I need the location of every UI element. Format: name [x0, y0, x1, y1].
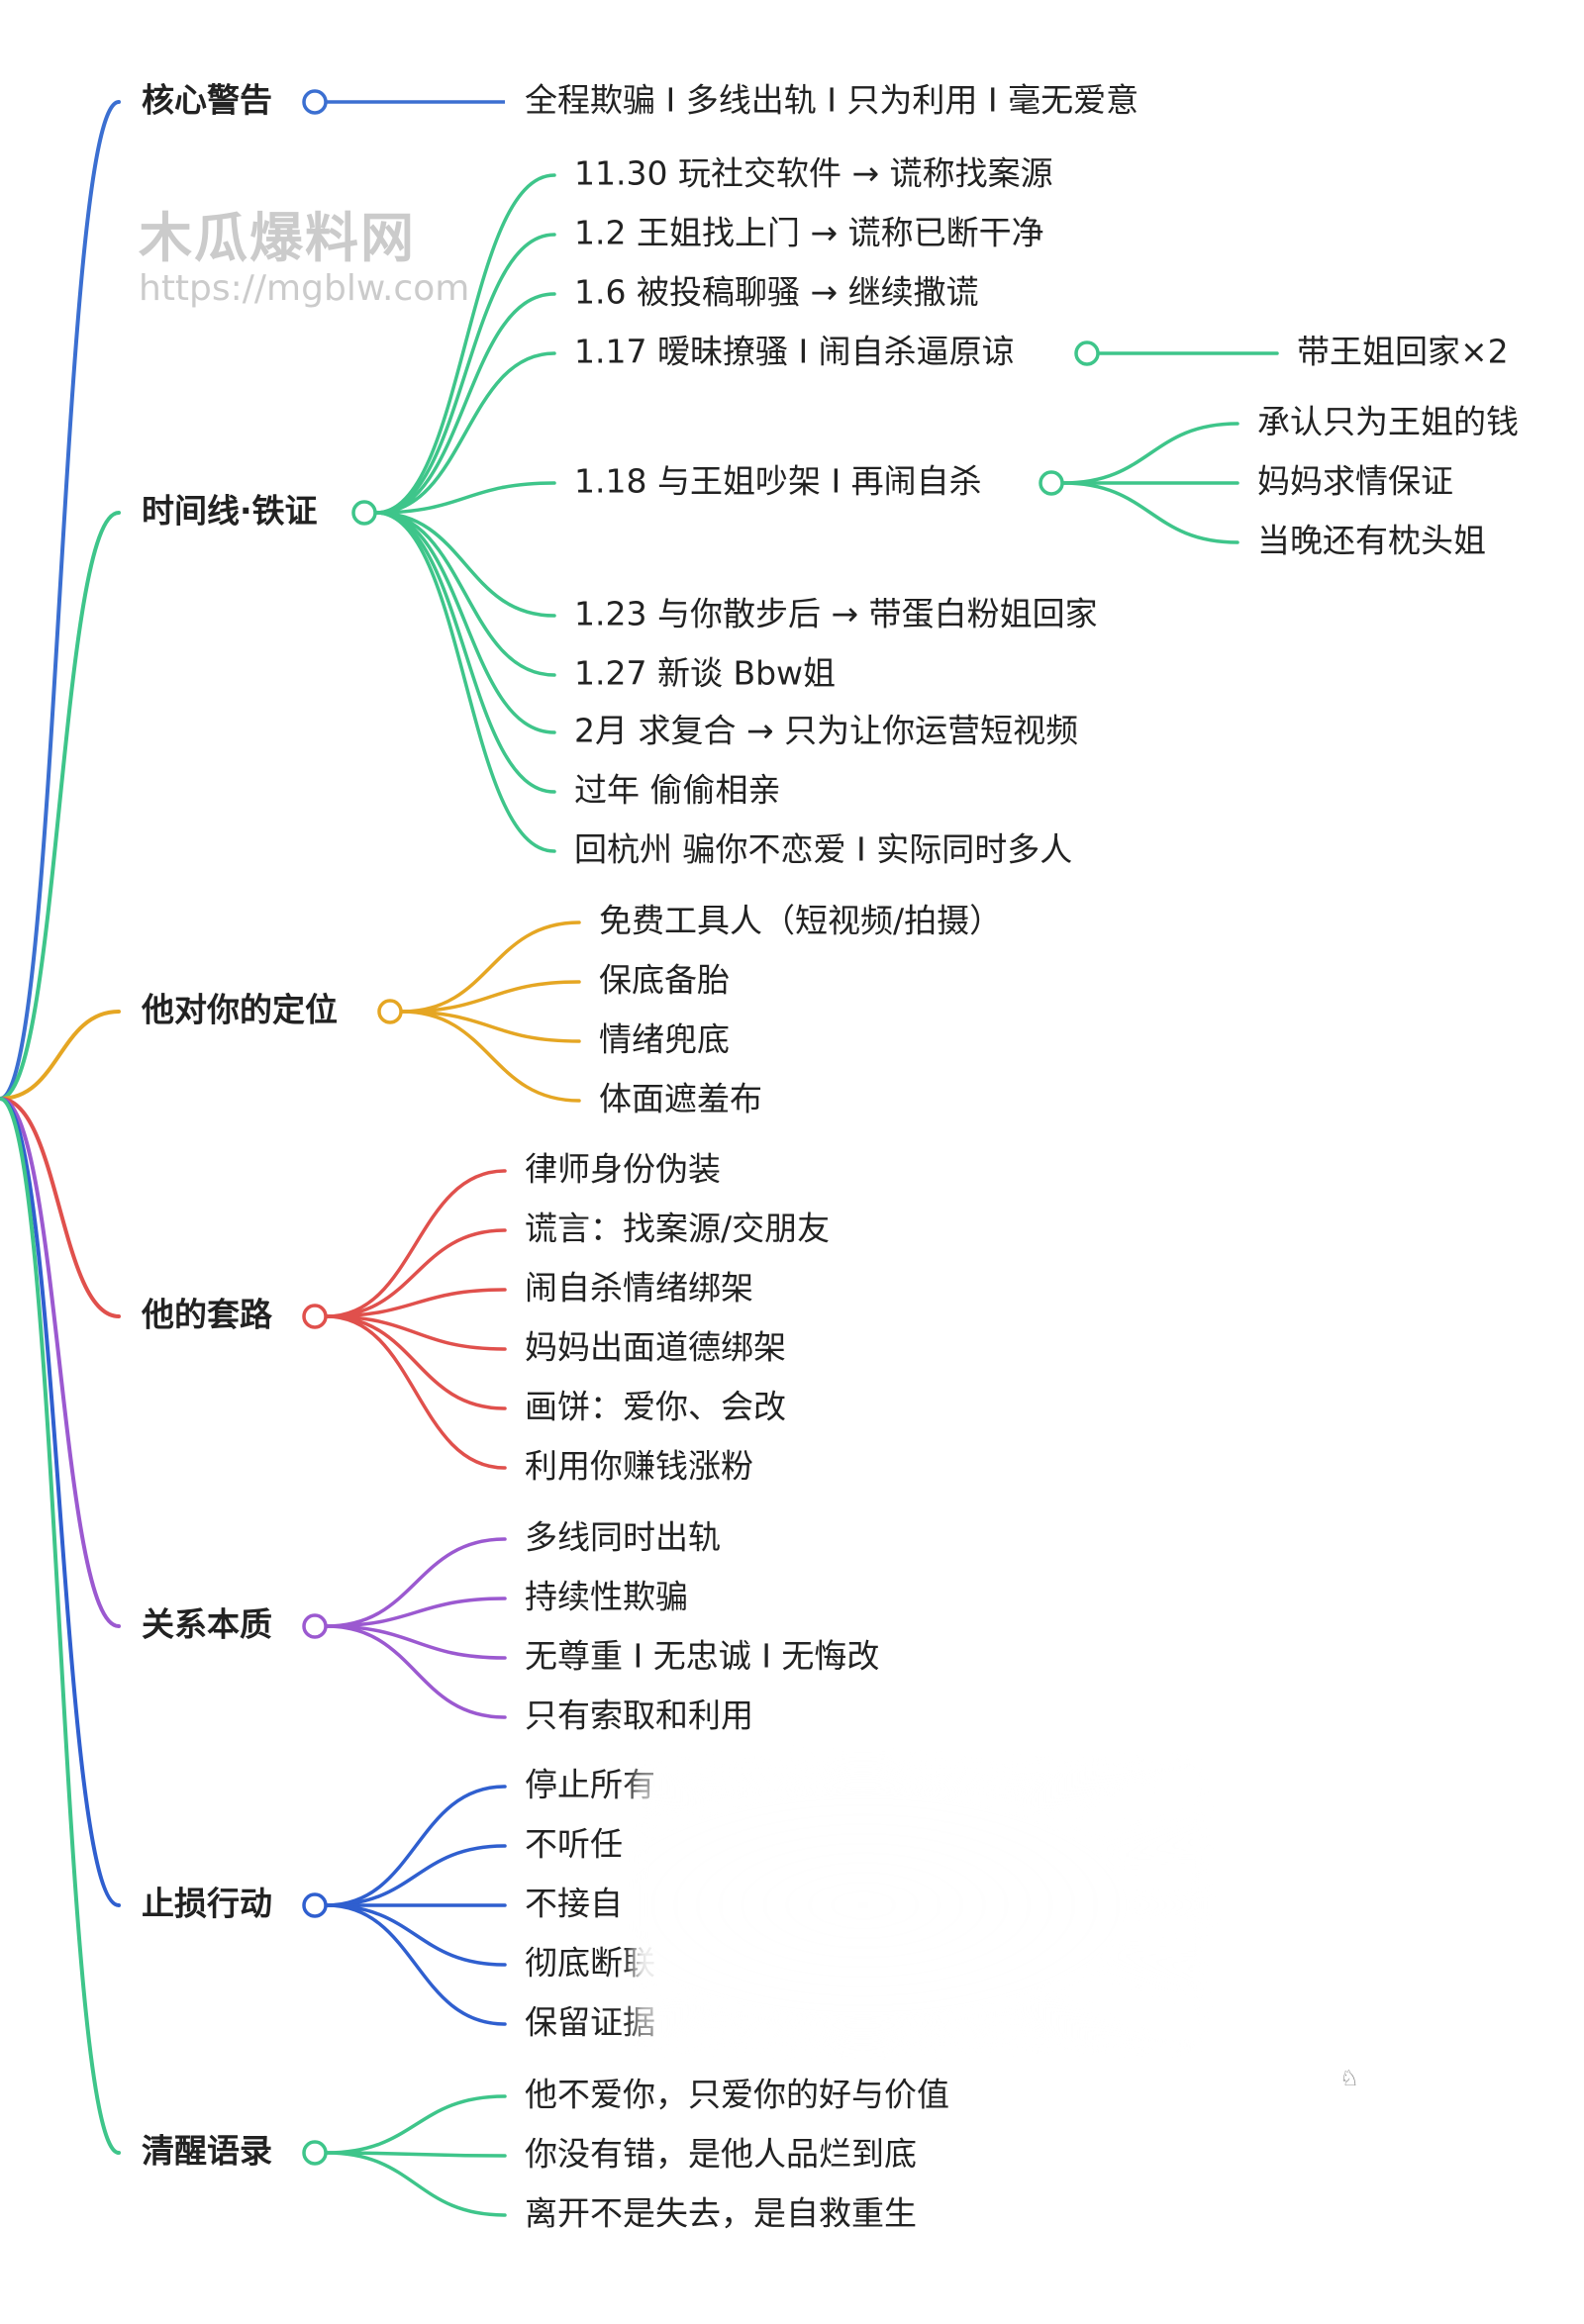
child-item: 保留证据 — [525, 2003, 655, 2042]
branch-label: 核心警告 — [142, 81, 272, 120]
branch-label: 他的套路 — [141, 1296, 273, 1334]
child-connector — [325, 1624, 507, 1660]
child-connector — [325, 2151, 507, 2217]
child-item: 画饼：爱你、会改 — [525, 1388, 786, 1426]
child-item: 全程欺骗 I 多线出轨 I 只为利用 I 毫无爱意 — [525, 81, 1138, 120]
child-connector — [400, 920, 581, 1014]
child-connector — [325, 1844, 507, 1907]
branch-node-icon — [302, 1613, 328, 1639]
child-connector — [325, 1228, 507, 1318]
branch-connector — [0, 1010, 121, 1101]
child-item: 闹自杀情绪绑架 — [525, 1269, 753, 1307]
child-item: 不听任 — [525, 1825, 623, 1864]
child-connector — [374, 511, 556, 794]
child-item: 他不爱你，只爱你的好与价值 — [525, 2076, 949, 2114]
child-connector — [325, 1314, 507, 1470]
child-connector — [325, 1288, 507, 1318]
child-connector — [325, 2094, 507, 2155]
child-connector — [400, 1010, 581, 1103]
child-item: 1.23 与你散步后 → 带蛋白粉姐回家 — [574, 595, 1098, 633]
child-connector — [325, 1903, 507, 1967]
branch-node-icon — [351, 500, 377, 526]
branch-label: 关系本质 — [142, 1605, 272, 1644]
child-connector — [325, 1314, 507, 1410]
branch-connector — [0, 511, 121, 1101]
grandchild-item: 当晚还有枕头姐 — [1257, 522, 1486, 560]
branch-node-icon — [302, 2140, 328, 2166]
child-connector — [325, 1903, 507, 2026]
child-item: 1.17 暧昧撩骚 I 闹自杀逼原谅 — [574, 333, 1015, 371]
child-item: 11.30 玩社交软件 → 谎称找案源 — [574, 154, 1053, 193]
child-item: 2月 求复合 → 只为让你运营短视频 — [574, 712, 1078, 750]
child-item: 不接自 — [525, 1885, 623, 1923]
grandchild-item: 带王姐回家×2 — [1297, 333, 1509, 371]
child-item: 体面遮羞布 — [599, 1080, 762, 1118]
child-item: 妈妈出面道德绑架 — [525, 1328, 786, 1367]
child-item: 停止所有 — [525, 1766, 655, 1804]
branch-connector — [0, 100, 121, 1101]
child-connector — [374, 511, 556, 734]
branch-connector — [0, 1097, 121, 1318]
child-item: 保底备胎 — [599, 961, 730, 1000]
child-connector — [325, 2151, 507, 2158]
child-connector — [400, 1010, 581, 1043]
grandchild-connector — [1061, 422, 1239, 485]
child-item: 你没有错，是他人品烂到底 — [525, 2135, 917, 2174]
child-connector — [374, 511, 556, 853]
child-item: 无尊重 I 无忠诚 I 无悔改 — [525, 1637, 879, 1676]
child-connector — [374, 511, 556, 677]
grandchild-item: 妈妈求情保证 — [1257, 462, 1453, 501]
branch-node-icon — [302, 1304, 328, 1329]
child-item: 1.18 与王姐吵架 I 再闹自杀 — [574, 462, 982, 501]
child-item: 情绪兜底 — [599, 1020, 730, 1059]
grandchild-item: 承认只为王姐的钱 — [1257, 403, 1519, 441]
child-item: 回杭州 骗你不恋爱 I 实际同时多人 — [574, 830, 1072, 869]
child-connector — [374, 481, 556, 515]
cursor-icon: ♘ — [1339, 2067, 1359, 2091]
child-item: 1.2 王姐找上门 → 谎称已断干净 — [574, 214, 1044, 252]
branch-label: 清醒语录 — [142, 2132, 272, 2171]
child-connector — [325, 1597, 507, 1628]
branch-node-icon — [302, 1892, 328, 1918]
child-connector — [374, 351, 556, 515]
child-connector — [325, 1624, 507, 1719]
child-item: 持续性欺骗 — [525, 1578, 688, 1616]
child-item: 过年 偷偷相亲 — [574, 771, 781, 810]
child-item: 律师身份伪装 — [525, 1150, 721, 1189]
child-item: 只有索取和利用 — [525, 1696, 753, 1735]
child-connector — [374, 511, 556, 618]
branch-connector — [0, 1097, 121, 2155]
sub-node-icon — [1074, 340, 1100, 366]
child-item: 谎言：找案源/交朋友 — [525, 1210, 830, 1248]
child-connector — [325, 1537, 507, 1628]
child-connector — [325, 1169, 507, 1318]
branch-connector — [0, 1097, 121, 1628]
branch-label: 时间线·铁证 — [142, 492, 318, 531]
branch-node-icon — [377, 999, 403, 1024]
child-connector — [374, 292, 556, 515]
branch-label: 止损行动 — [142, 1885, 272, 1923]
child-item: 彻底断联 — [525, 1944, 655, 1983]
child-connector — [325, 1314, 507, 1351]
child-item: 免费工具人（短视频/拍摄） — [599, 902, 1002, 940]
child-connector — [374, 173, 556, 515]
branch-connector — [0, 1097, 121, 1907]
child-connector — [325, 1785, 507, 1907]
branch-label: 他对你的定位 — [141, 991, 338, 1029]
child-item: 1.27 新谈 Bbw姐 — [574, 654, 836, 693]
child-item: 利用你赚钱涨粉 — [525, 1447, 753, 1486]
child-item: 多线同时出轨 — [525, 1518, 721, 1557]
child-item: 离开不是失去，是自救重生 — [525, 2194, 917, 2233]
sub-node-icon — [1039, 470, 1064, 496]
branch-node-icon — [302, 89, 328, 115]
child-connector — [400, 980, 581, 1014]
child-item: 1.6 被投稿聊骚 → 继续撒谎 — [574, 273, 979, 312]
grandchild-connector — [1061, 481, 1239, 544]
child-connector — [374, 233, 556, 515]
